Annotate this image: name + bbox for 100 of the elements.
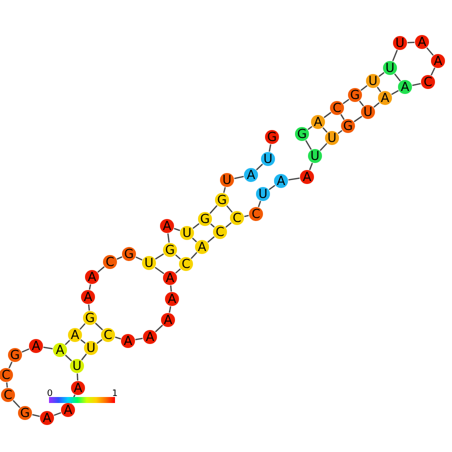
- base-pair-line: [305, 140, 312, 150]
- backbone-line: [378, 72, 384, 77]
- backbone-line: [54, 412, 62, 416]
- backbone-line: [32, 414, 40, 417]
- backbone-line: [308, 126, 312, 130]
- base-pair-line: [226, 205, 233, 213]
- base-pair-line: [95, 322, 103, 330]
- backbone-line: [223, 187, 226, 193]
- nucleotide-circle: A: [165, 292, 179, 306]
- base-pair-line: [154, 266, 164, 274]
- nucleotide-circle: U: [383, 61, 397, 75]
- nucleotide-circle: A: [378, 91, 392, 105]
- nucleotide-circle: G: [83, 311, 97, 325]
- backbone-line: [79, 323, 86, 330]
- nucleotide-circle: G: [198, 212, 212, 226]
- nucleotide-circle: U: [220, 173, 234, 187]
- nucleotide-circle: G: [341, 119, 355, 133]
- backbone-line: [192, 223, 200, 229]
- backbone-line: [391, 90, 399, 95]
- base-pair-line: [394, 73, 401, 82]
- nucleotide-circle: U: [366, 74, 380, 88]
- nucleotide-circle: C: [1, 388, 15, 402]
- base-pair-line: [359, 100, 364, 106]
- backbone-line: [155, 253, 164, 260]
- backbone-line: [22, 348, 30, 353]
- backbone-line: [392, 50, 398, 62]
- backbone-line: [373, 102, 380, 108]
- backbone-line: [256, 164, 263, 170]
- backbone-line: [168, 306, 172, 313]
- base-pair-line: [210, 223, 215, 228]
- backbone-line: [155, 324, 163, 332]
- backbone-line: [81, 354, 87, 360]
- nucleotide-circle: G: [265, 130, 279, 144]
- nucleotide-circle: A: [398, 80, 412, 94]
- backbone-line: [258, 200, 262, 208]
- base-pair-line: [65, 354, 72, 362]
- backbone-line: [360, 85, 368, 91]
- backbone-line: [12, 400, 20, 408]
- backbone-line: [338, 130, 342, 134]
- nucleotide-circle: A: [53, 343, 67, 357]
- backbone-line: [342, 98, 350, 104]
- backbone-line: [354, 116, 362, 122]
- backbone-line: [210, 205, 218, 214]
- backbone-line: [43, 346, 53, 350]
- nucleotide-circle: A: [160, 219, 174, 233]
- nucleotide-circle: G: [215, 193, 229, 207]
- backbone-line: [136, 256, 142, 261]
- nucleotide-circle: A: [81, 290, 95, 304]
- backbone-line: [96, 339, 102, 344]
- nucleotide-circle: A: [244, 168, 258, 182]
- nucleotide-circle: U: [70, 359, 84, 373]
- nucleotide-circle: C: [0, 368, 13, 382]
- backbone-line: [324, 112, 332, 118]
- backbone-line: [6, 382, 8, 388]
- backbone-line: [412, 82, 421, 86]
- nucleotide-circle: A: [71, 381, 85, 395]
- backbone-line: [8, 362, 13, 368]
- base-pair-line: [340, 114, 345, 120]
- nucleotide-circle: U: [261, 152, 275, 166]
- backbone-line: [190, 252, 198, 259]
- nucleotide-circle: A: [311, 115, 325, 129]
- backbone-line: [174, 228, 180, 232]
- nucleotide-circle: C: [421, 75, 435, 89]
- backbone-line: [170, 285, 172, 292]
- nucleotide-circle: A: [431, 54, 445, 68]
- nucleotide-circle: G: [163, 243, 177, 257]
- nucleotide-circle: C: [213, 225, 227, 239]
- nucleotide-circle: A: [415, 35, 429, 49]
- nucleotide-circle: C: [330, 101, 344, 115]
- backbone-line: [309, 162, 313, 170]
- backbone-line: [234, 176, 244, 180]
- backbone-line: [116, 256, 122, 260]
- nucleotide-circle: A: [300, 170, 314, 184]
- backbone-line: [64, 340, 70, 346]
- backbone-line: [244, 214, 249, 218]
- backbone-line: [430, 68, 436, 76]
- backbone-line: [407, 42, 415, 44]
- nucleotide-circle: G: [18, 406, 32, 420]
- base-pair-line: [175, 254, 181, 260]
- nucleotide-circle: U: [84, 341, 98, 355]
- backbone-line: [88, 284, 92, 290]
- backbone-line: [167, 233, 170, 243]
- nucleotide-circle: A: [61, 403, 75, 417]
- backbone-line: [268, 144, 272, 152]
- nucleotide-circle: G: [295, 127, 309, 141]
- nucleotide-circle: A: [143, 330, 157, 344]
- nucleotide-circle: U: [393, 36, 407, 50]
- nucleotide-circle: U: [325, 131, 339, 145]
- nucleotide-circle: A: [161, 313, 175, 327]
- backbone-line: [135, 338, 143, 340]
- nucleotide-circle: U: [256, 187, 270, 201]
- nucleotide-circle: A: [121, 334, 135, 348]
- nucleotide-circle: A: [40, 411, 54, 425]
- nucleotide-circle: C: [103, 255, 117, 269]
- nucleotide-circle: A: [274, 174, 288, 188]
- backbone-line: [207, 236, 215, 243]
- backbone-line: [88, 304, 90, 311]
- nucleotide-circle: A: [163, 271, 177, 285]
- nucleotide-circle: G: [8, 348, 22, 362]
- nucleotide-circle: C: [249, 207, 263, 221]
